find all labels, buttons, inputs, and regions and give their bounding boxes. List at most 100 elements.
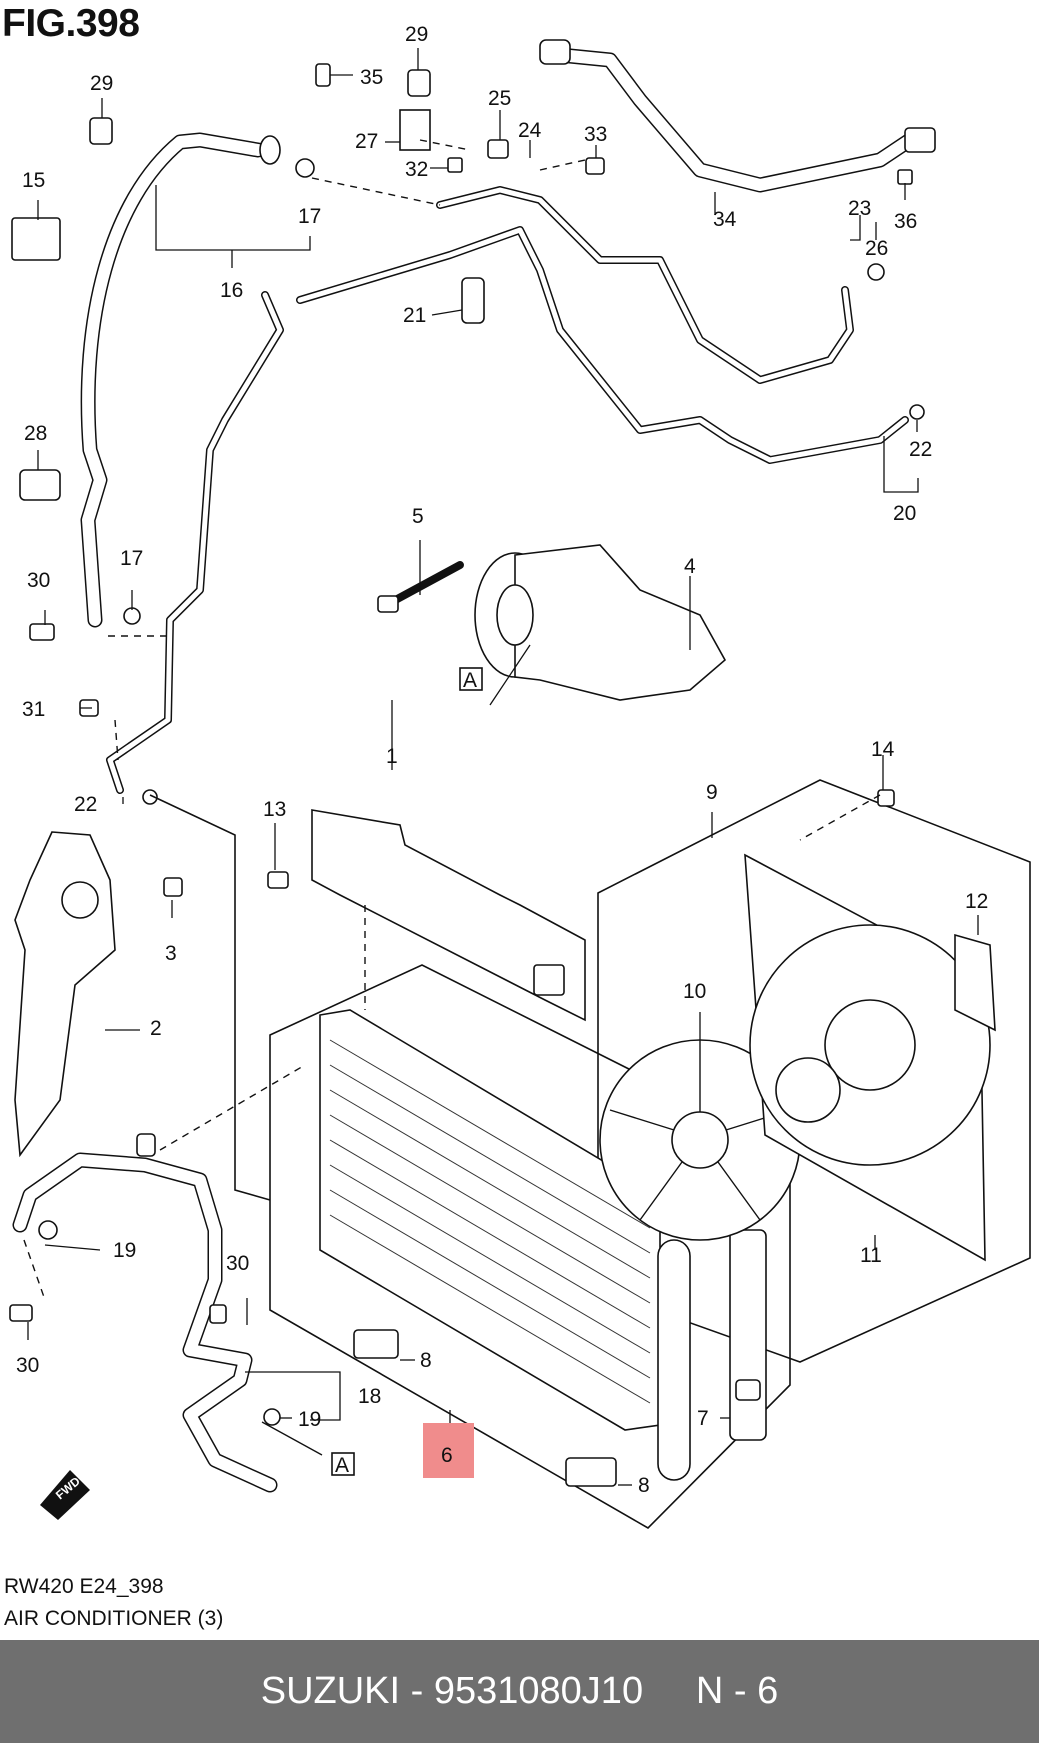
fwd-arrow-icon: FWD: [40, 1470, 90, 1520]
callout-26: 26: [865, 237, 888, 260]
clip-29-left: [89, 117, 113, 145]
callout-5: 5: [412, 505, 424, 528]
o-ring-19-upper: [38, 1220, 58, 1240]
pipe-24-assembly: [436, 186, 854, 384]
pressure-switch-21: [461, 277, 485, 324]
callout-36: 36: [894, 210, 917, 233]
hose-18: [12, 1133, 278, 1493]
callout-30-upper: 30: [27, 569, 50, 592]
callout-12: 12: [965, 890, 988, 913]
callout-22-lower: 22: [74, 793, 97, 816]
bracket-27: [399, 109, 431, 151]
callout-27: 27: [355, 130, 378, 153]
callout-15: 15: [22, 169, 45, 192]
svg-text:A: A: [335, 1454, 349, 1477]
highlighted-part-box: [423, 1423, 474, 1478]
callout-20: 20: [893, 502, 916, 525]
footer-bar: SUZUKI - 9531080J10 N - 6: [0, 1640, 1039, 1743]
figure-caption: AIR CONDITIONER (3): [4, 1607, 224, 1630]
callout-24: 24: [518, 119, 542, 142]
callout-17-upper: 17: [298, 205, 321, 228]
callout-35: 35: [360, 66, 383, 89]
callout-18: 18: [358, 1385, 381, 1408]
clip-29-top: [407, 69, 431, 97]
callout-23: 23: [848, 197, 871, 220]
bolt-35: [315, 63, 331, 87]
footer-text: SUZUKI - 9531080J10 N - 6: [0, 1640, 1039, 1743]
callout-14: 14: [871, 738, 895, 761]
callout-labels: 1 2 3 4 5 6 7 8 8 9 10 11 12 13 14 15 16…: [16, 23, 988, 1497]
liquid-pipe-long: [106, 291, 284, 794]
condenser-frame-6: [269, 964, 791, 1530]
view-marker-a-upper: A: [459, 644, 531, 706]
callout-28: 28: [24, 422, 47, 445]
callout-31: 31: [22, 698, 45, 721]
callout-25: 25: [488, 87, 511, 110]
hose-34: [539, 39, 936, 193]
o-ring-17-upper: [295, 158, 315, 178]
bolt-30-middle: [209, 1304, 227, 1324]
svg-text:A: A: [463, 669, 477, 692]
dashed-leaders: [23, 139, 881, 1301]
callout-21: 21: [403, 304, 426, 327]
bolt-32: [447, 157, 463, 173]
figure-title: FIG.398: [2, 2, 140, 45]
rubber-mount-8-lower: [565, 1457, 617, 1487]
compressor-bolt-5: [377, 561, 464, 613]
callout-1: 1: [386, 745, 398, 768]
footer-brand: SUZUKI: [260, 1670, 401, 1712]
leader-lines: [27, 48, 979, 1486]
callout-10: 10: [683, 980, 706, 1003]
callout-11: 11: [860, 1244, 882, 1267]
bolt-13: [267, 871, 289, 889]
callout-19-upper: 19: [113, 1239, 136, 1262]
callout-30-middle: 30: [226, 1252, 249, 1275]
callout-8-lower: 8: [638, 1474, 650, 1497]
callout-29-top: 29: [405, 23, 428, 46]
callout-13: 13: [263, 798, 286, 821]
callout-22-upper: 22: [909, 438, 932, 461]
view-marker-a-lower: A: [261, 1421, 355, 1477]
figure-code: RW420 E24_398: [4, 1575, 164, 1598]
callout-9: 9: [706, 781, 718, 804]
callout-19-lower: 19: [298, 1408, 321, 1431]
footer-gap: [643, 1670, 696, 1712]
o-ring-19-lower: [263, 1408, 281, 1426]
connector-12: [954, 933, 996, 1032]
nut-33: [585, 157, 605, 175]
side-cover-2: [14, 831, 116, 1158]
discharge-pipe-20: [296, 226, 909, 464]
rubber-mount-8-upper: [353, 1329, 399, 1359]
callout-8-upper: 8: [420, 1349, 432, 1372]
footer-separator: -: [400, 1670, 434, 1712]
callout-34: 34: [713, 208, 737, 231]
callout-6: 6: [441, 1444, 453, 1467]
compressor-4: [474, 544, 727, 701]
exploded-parts-diagram: FWD A A: [9, 23, 1031, 1530]
bolt-3: [163, 877, 183, 897]
bolt-30-lower: [9, 1304, 33, 1322]
nut-25: [487, 139, 509, 159]
bolt-14: [877, 789, 895, 807]
upper-member-1: [311, 809, 586, 1022]
callout-17-lower: 17: [120, 547, 143, 570]
callout-29-left: 29: [90, 72, 113, 95]
callout-3: 3: [165, 942, 177, 965]
suction-hose-16: [80, 132, 281, 628]
callout-4: 4: [684, 555, 696, 578]
o-ring-17-lower: [123, 607, 141, 625]
clamp-28: [19, 469, 61, 501]
callout-16: 16: [220, 279, 243, 302]
bolt-30-upper: [29, 623, 55, 641]
callout-32: 32: [405, 158, 428, 181]
receiver-drier-7: [729, 1229, 767, 1441]
callout-30-lower: 30: [16, 1354, 39, 1377]
o-ring-22-lower: [142, 789, 158, 805]
ref-lines: [149, 794, 271, 1201]
o-ring-22-upper: [909, 404, 925, 420]
bolt-36: [897, 169, 913, 185]
o-ring-26: [867, 263, 885, 281]
footer-position: N - 6: [695, 1670, 779, 1712]
relay-15: [11, 217, 61, 261]
callout-7: 7: [697, 1407, 709, 1430]
